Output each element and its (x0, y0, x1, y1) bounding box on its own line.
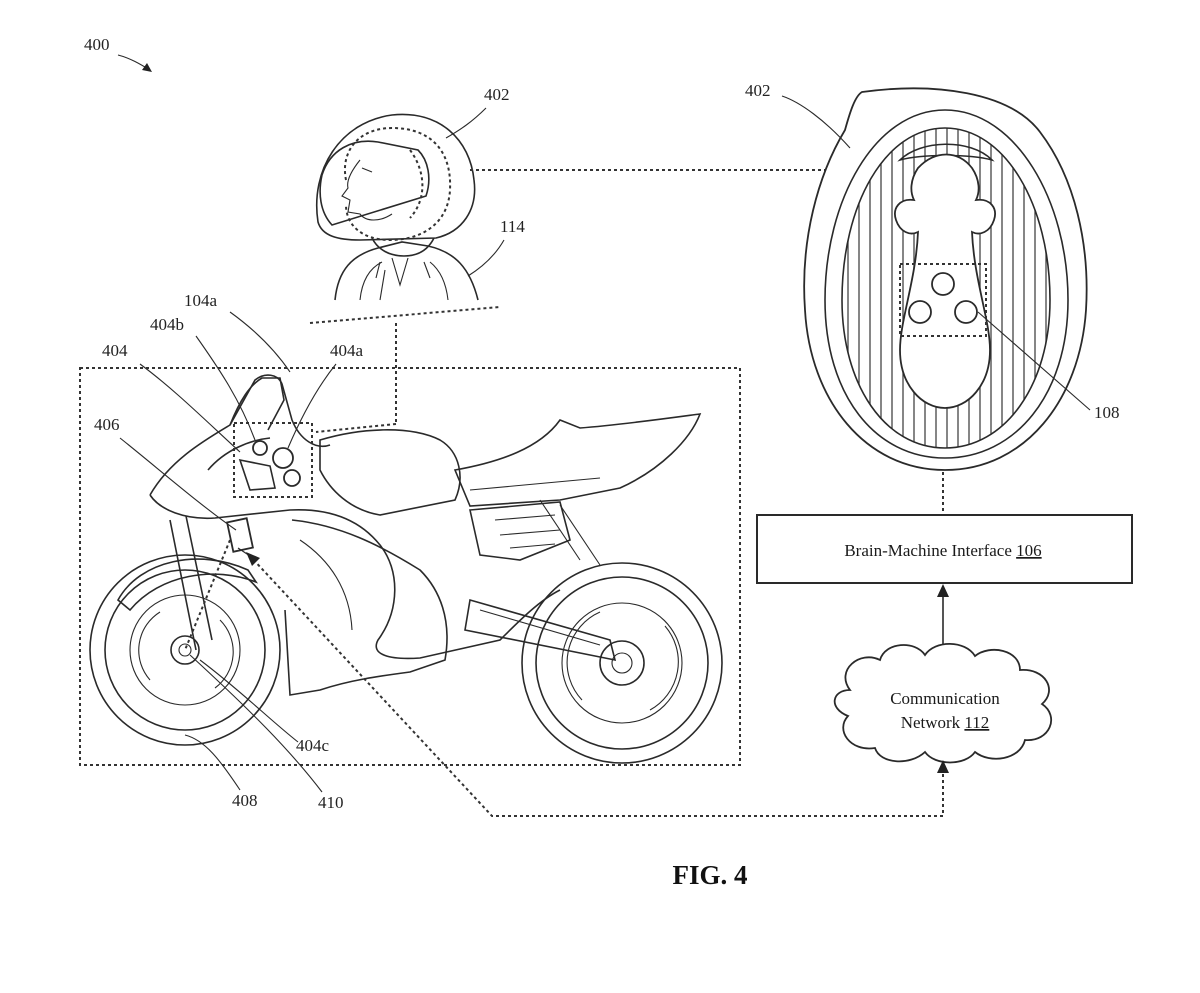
controller-box-404a (233, 422, 313, 498)
label-114: 114 (500, 217, 525, 236)
label-404a: 404a (330, 341, 364, 360)
figure-caption: FIG. 4 (672, 860, 747, 890)
electrode-array-box (899, 263, 987, 337)
label-410: 410 (318, 793, 344, 812)
pointer-114 (467, 239, 505, 277)
label-104a: 104a (184, 291, 218, 310)
label-404c: 404c (296, 736, 330, 755)
link-network-to-unit (249, 555, 944, 817)
label-404b: 404b (150, 315, 184, 334)
motorcycle (89, 374, 723, 764)
pointer-404b (195, 335, 256, 441)
bmi-box (756, 514, 1133, 584)
pointer-104a (229, 311, 291, 373)
pointer-406 (119, 437, 237, 531)
label-406: 406 (94, 415, 120, 434)
pointer-108 (977, 311, 1091, 411)
arrowhead-network-up (937, 760, 949, 773)
link-rider-to-controller-2 (315, 423, 397, 433)
motorcycle-enclosure (79, 367, 741, 766)
arrowhead-400 (142, 63, 152, 72)
pointer-408 (184, 734, 241, 791)
network-cloud (833, 643, 1053, 764)
label-400: 400 (84, 35, 110, 54)
label-402-side: 402 (484, 85, 510, 104)
rider-base-line (309, 306, 501, 324)
label-108: 108 (1094, 403, 1120, 422)
arrowhead-bmi-up (937, 584, 949, 597)
pointer-404 (139, 363, 241, 453)
label-408: 408 (232, 791, 258, 810)
bmi-label: Brain-Machine Interface 106 (844, 541, 1041, 560)
pointer-404a (287, 363, 337, 449)
pointer-402-side (445, 107, 487, 139)
helmet-top-view (803, 87, 1088, 471)
pointer-402-top (781, 95, 851, 149)
pointer-410 (189, 654, 323, 793)
arrowhead-unit (246, 552, 260, 566)
network-label-line1: Communication (890, 689, 1000, 708)
pointer-404c (199, 659, 299, 743)
rider-helmet-side-view (316, 113, 479, 301)
label-404: 404 (102, 341, 128, 360)
label-402-top: 402 (745, 81, 771, 100)
network-label-line2: Network 112 (901, 713, 990, 732)
